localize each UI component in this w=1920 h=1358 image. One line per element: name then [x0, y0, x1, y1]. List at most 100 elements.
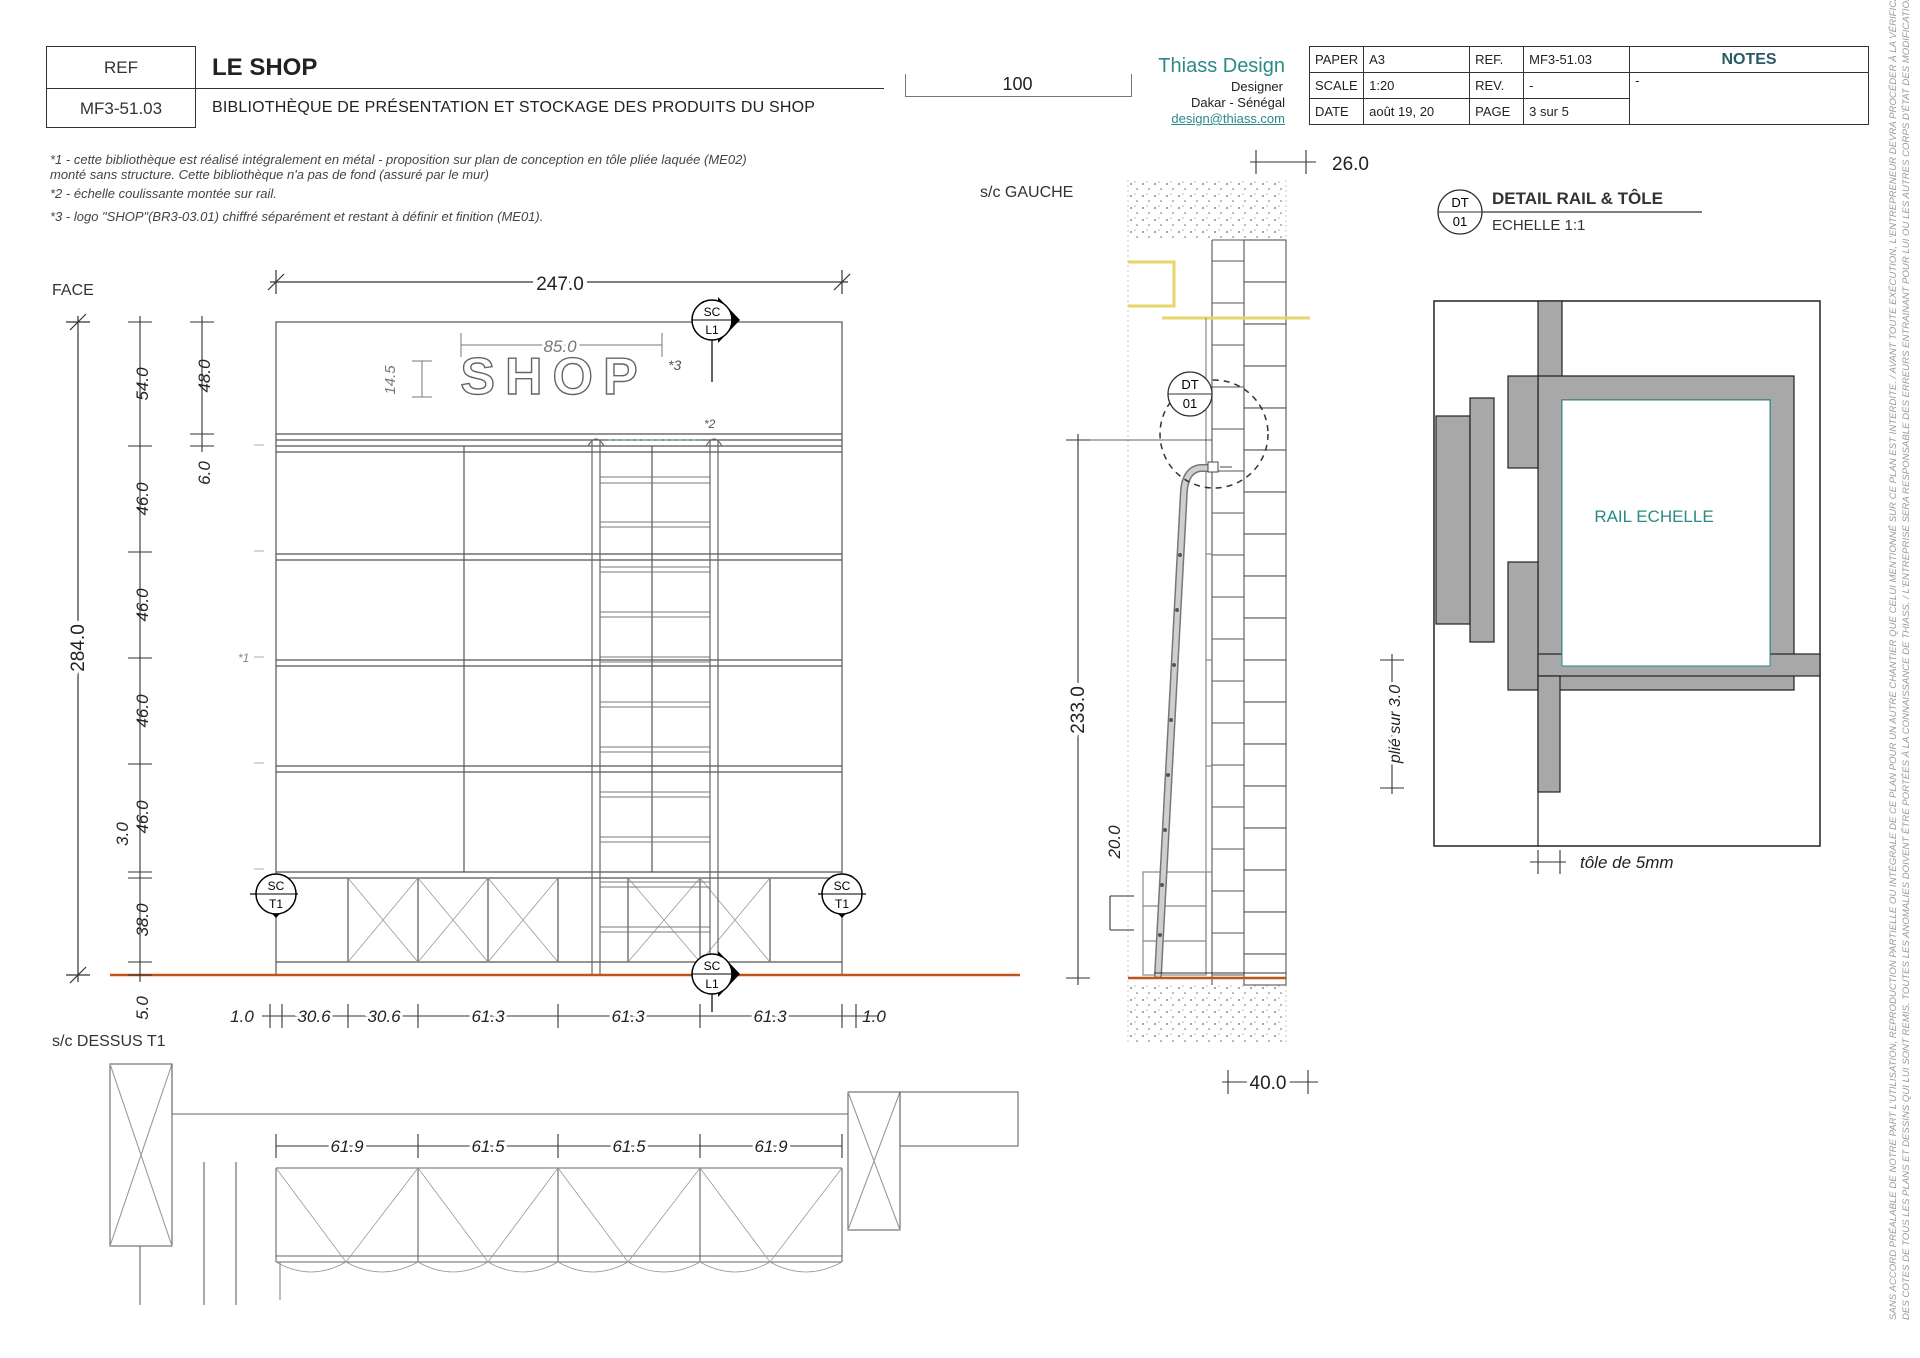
note-2: *2 - échelle coulissante montée sur rail…	[50, 186, 277, 201]
detail-scale: ECHELLE 1:1	[1492, 217, 1585, 234]
ref-value: MF3-51.03	[79, 99, 163, 118]
left-dim-chain	[128, 316, 214, 982]
refno-value: MF3-51.03	[1523, 46, 1631, 73]
date-label: DATE	[1308, 98, 1365, 125]
svg-text:SC: SC	[704, 959, 721, 973]
note-3: *3 - logo "SHOP"(BR3-03.01) chiffré sépa…	[50, 209, 544, 224]
left-dim-2: 46.0	[133, 482, 152, 516]
svg-text:SC: SC	[704, 305, 721, 319]
left-dim-4: 46.0	[133, 694, 152, 728]
company-location: Dakar - Sénégal	[1191, 95, 1285, 110]
mark-logo: *3	[668, 357, 681, 373]
plan-view	[109, 1063, 1019, 1305]
plan-dim-chain	[275, 1134, 843, 1158]
bottom-dim-chain	[262, 1004, 878, 1028]
plan-dim-texts: 61.9 61.5 61.5 61.9	[327, 1134, 791, 1159]
width-dim-line	[267, 270, 851, 294]
left-dim-5: 46.0	[133, 800, 152, 834]
side-fold-note: plié sur 3.0	[1387, 685, 1404, 764]
bottom-dim-2: 30.6	[297, 1007, 331, 1026]
svg-text:SC: SC	[268, 879, 285, 893]
left-dim-3: 46.0	[133, 588, 152, 622]
company-email-link[interactable]: design@thiass.com	[1171, 111, 1285, 126]
plan-dim-3: 61.5	[612, 1137, 646, 1156]
shop-logo: SHOP	[460, 348, 647, 406]
left-dim-texts: 54.0 46.0 46.0 46.0 46.0 38.0 5.0 3.0 48…	[113, 359, 214, 1020]
bottom-dim-7: 1.0	[862, 1007, 886, 1026]
logo-dim-lines	[412, 333, 663, 398]
side-dim-lines	[1066, 150, 1404, 1094]
section-marker-left: SC T1	[250, 873, 298, 918]
bottom-dim-texts: 1.0 30.6 30.6 61.3 61.3 61.3 1.0	[230, 1004, 886, 1029]
side-bottom-dim: 40.0	[1250, 1073, 1287, 1094]
section-marker-right: SC T1	[818, 873, 866, 918]
plan-label: s/c DESSUS T1	[52, 1033, 166, 1050]
page-subtitle: BIBLIOTHÈQUE DE PRÉSENTATION ET STOCKAGE…	[212, 99, 816, 116]
face-label: FACE	[52, 282, 94, 299]
sheet-dim	[1530, 850, 1566, 874]
svg-text:01: 01	[1183, 396, 1197, 411]
notes-header: NOTES	[1629, 46, 1869, 73]
left-dim-1: 54.0	[133, 367, 152, 401]
ref-box	[46, 46, 196, 128]
plan-dim-1: 61.9	[330, 1137, 364, 1156]
side-label: s/c GAUCHE	[980, 184, 1074, 201]
svg-text:T1: T1	[269, 897, 283, 911]
title-block-table: PAPER A3 REF. MF3-51.03 NOTES SCALE 1:20…	[1308, 46, 1869, 125]
quantity-box	[905, 74, 1132, 97]
logo-height-dim: 14.5	[382, 365, 399, 395]
section-marker-top: SC L1	[691, 297, 740, 382]
second-dim-1: 48.0	[195, 359, 214, 393]
width-total-dim: 247.0	[536, 274, 584, 295]
notes-value: -	[1629, 72, 1869, 125]
disclaimer: SANS ACCORD PRÉALABLE DE NOTRE PART L'UT…	[1888, 0, 1912, 1320]
detail-drawing: RAIL ECHELLE	[1433, 300, 1821, 847]
disclaimer-line-2: DES COTES DE TOUS LES PLANS ET DESSINS Q…	[1901, 0, 1912, 1320]
note-1b: monté sans structure. Cette bibliothèque…	[50, 167, 489, 182]
page-label: PAGE	[1469, 98, 1525, 125]
rail-label: RAIL ECHELLE	[1594, 507, 1713, 526]
svg-text:SC: SC	[834, 879, 851, 893]
page-value: 3 sur 5	[1523, 98, 1631, 125]
svg-text:01: 01	[1453, 214, 1467, 229]
left-dim-small: 3.0	[113, 822, 132, 846]
scale-label: SCALE	[1308, 72, 1365, 99]
ref-label: REF	[104, 58, 138, 77]
side-ladder-dim: 20.0	[1105, 825, 1124, 860]
section-marker-bottom: SC L1	[691, 951, 740, 1012]
company-role: Designer	[1230, 79, 1283, 94]
mark-ladder: *2	[704, 417, 716, 431]
bottom-dim-1: 1.0	[230, 1007, 254, 1026]
svg-text:T1: T1	[835, 897, 849, 911]
bottom-dim-6: 61.3	[753, 1007, 787, 1026]
height-total-dim: 284.0	[68, 624, 89, 672]
svg-text:L1: L1	[705, 323, 719, 337]
page-title: LE SHOP	[212, 54, 318, 81]
disclaimer-line-1: SANS ACCORD PRÉALABLE DE NOTRE PART L'UT…	[1888, 0, 1899, 1320]
svg-text:DT: DT	[1181, 377, 1198, 392]
quantity-value: 100	[1002, 74, 1033, 94]
height-dim-line	[66, 313, 90, 984]
header-divider-2	[196, 88, 884, 89]
bottom-dim-4: 61.3	[471, 1007, 505, 1026]
face-elevation	[254, 321, 843, 976]
left-dim-7: 5.0	[133, 996, 152, 1020]
plan-dim-2: 61.5	[471, 1137, 505, 1156]
detail-header: DT 01 DETAIL RAIL & TÔLE ECHELLE 1:1	[1437, 189, 1702, 235]
detail-marker-side: DT 01	[1167, 371, 1213, 417]
sheet-note: tôle de 5mm	[1580, 853, 1674, 872]
side-top-dim: 26.0	[1332, 154, 1369, 175]
detail-title: DETAIL RAIL & TÔLE	[1492, 189, 1663, 208]
company-name: Thiass Design	[1158, 55, 1285, 77]
rev-label: REV.	[1469, 72, 1525, 99]
logo-width-dim: 85.0	[543, 337, 577, 356]
side-section	[1127, 180, 1310, 1045]
svg-text:DT: DT	[1451, 195, 1468, 210]
mark-body: *1	[238, 651, 249, 665]
second-dim-2: 6.0	[195, 461, 214, 485]
side-height-dim: 233.0	[1068, 686, 1089, 734]
date-value: août 19, 20	[1363, 98, 1471, 125]
bottom-dim-5: 61.3	[611, 1007, 645, 1026]
note-1a: *1 - cette bibliothèque est réalisé inté…	[50, 152, 747, 167]
